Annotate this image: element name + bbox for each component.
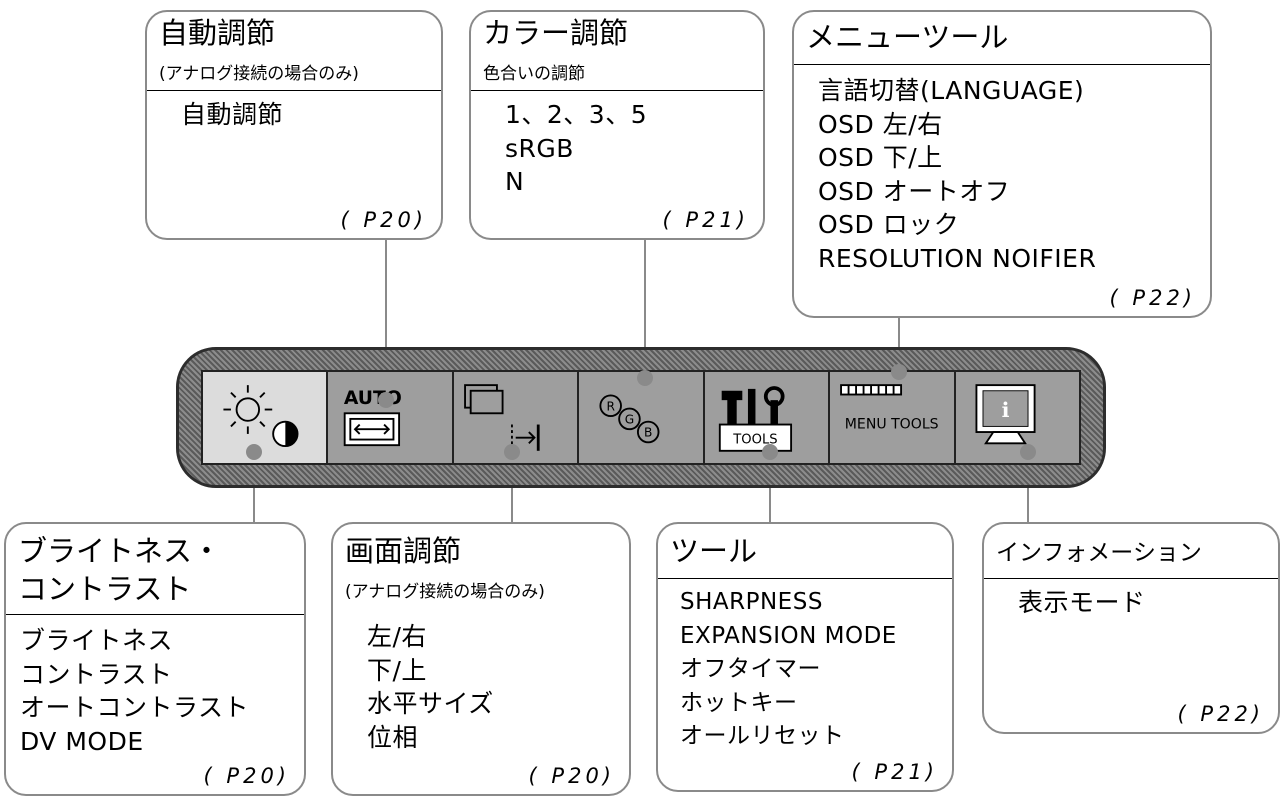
page-reference: ( P21) — [662, 208, 749, 232]
connector-dot — [504, 444, 520, 460]
menu-item: 自動調節 — [181, 100, 284, 129]
auto-adjust-icon: AUTO — [344, 388, 402, 447]
menu-item: 言語切替(LANGUAGE) — [818, 76, 1085, 105]
auto-adjust-items: 自動調節 — [181, 98, 283, 132]
brightness-contrast-box: ブライトネス・ コントラスト ブライトネス コントラスト オートコントラスト D… — [4, 522, 306, 796]
osd-menu-bar: AUTO R G — [176, 347, 1106, 488]
divider — [984, 578, 1278, 579]
screen-adjust-title: 画面調節 — [345, 534, 462, 568]
menu-item: EXPANSION MODE — [680, 622, 897, 649]
info-letter: i — [1001, 398, 1009, 422]
menu-item: 左/右 — [367, 622, 427, 651]
brightness-title-line1: ブライトネス・ — [18, 534, 222, 568]
menu-item: オートコントラスト — [20, 693, 250, 722]
screen-adjust-box: 画面調節 (アナログ接続の場合のみ) 左/右 下/上 水平サイズ 位相 ( P2… — [331, 522, 631, 796]
menu-tools-label-text: MENU TOOLS — [845, 416, 939, 432]
connector-dot — [891, 364, 907, 380]
screen-adjust-icon — [463, 384, 540, 451]
menu-item: 1、2、3、5 — [505, 100, 648, 129]
menu-cell-auto[interactable]: AUTO — [328, 372, 454, 463]
tools-icon: TOOLS — [718, 386, 792, 452]
menu-item: 水平サイズ — [367, 689, 494, 718]
divider — [658, 578, 952, 579]
color-adjust-title: カラー調節 — [483, 16, 629, 50]
menu-item: OSD オートオフ — [818, 176, 1011, 206]
menu-tools-label: MENU TOOLS — [845, 416, 939, 432]
tools-box: ツール SHARPNESS EXPANSION MODE オフタイマー ホットキ… — [656, 522, 954, 792]
auto-adjust-box: 自動調節 (アナログ接続の場合のみ) 自動調節 ( P20) — [145, 10, 443, 240]
connector-dot — [762, 444, 778, 460]
information-title: インフォメーション — [996, 540, 1202, 566]
connector-dot — [378, 392, 394, 408]
menu-item: オールリセット — [680, 723, 845, 749]
divider — [147, 90, 441, 91]
menu-item: ブライトネス — [20, 626, 174, 655]
auto-adjust-subtitle: (アナログ接続の場合のみ) — [159, 64, 359, 84]
page-reference: ( P20) — [340, 208, 427, 232]
page-reference: ( P21) — [851, 760, 938, 784]
tools-items: SHARPNESS EXPANSION MODE オフタイマー ホットキー オー… — [680, 586, 897, 754]
divider — [471, 90, 763, 91]
menu-item: DV MODE — [20, 726, 144, 756]
information-items: 表示モード — [1018, 586, 1146, 620]
brightness-contrast-icon — [223, 385, 299, 448]
auto-adjust-title: 自動調節 — [159, 16, 276, 50]
menu-item: OSD 左/右 — [818, 109, 943, 139]
information-box: インフォメーション 表示モード ( P22) — [982, 522, 1280, 734]
connector-dot — [1020, 444, 1036, 460]
divider — [6, 614, 304, 615]
divider — [794, 64, 1210, 65]
screen-adjust-subtitle: (アナログ接続の場合のみ) — [345, 582, 545, 602]
svg-text:B: B — [644, 426, 652, 440]
menu-item: sRGB — [505, 133, 574, 163]
brightness-title-line2: コントラスト — [18, 572, 192, 606]
menu-cell-brightness[interactable] — [203, 372, 329, 463]
information-icon: i — [975, 384, 1036, 445]
menu-item: OSD ロック — [818, 210, 960, 239]
page-reference: ( P20) — [203, 764, 290, 788]
menu-item: SHARPNESS — [680, 589, 823, 615]
svg-text:G: G — [625, 413, 634, 427]
menu-item: ホットキー — [680, 689, 798, 716]
connector-dot — [246, 444, 262, 460]
menu-cell-screen[interactable] — [454, 372, 580, 463]
brightness-items: ブライトネス コントラスト オートコントラスト DV MODE — [20, 624, 249, 758]
tools-title: ツール — [670, 534, 758, 568]
color-adjust-box: カラー調節 色合いの調節 1、2、3、5 sRGB N ( P21) — [469, 10, 765, 240]
menu-tools-title: メニューツール — [806, 20, 1009, 54]
svg-text:R: R — [607, 399, 616, 413]
menu-item: RESOLUTION NOIFIER — [818, 243, 1097, 273]
tools-label: TOOLS — [732, 432, 777, 447]
screen-adjust-items: 左/右 下/上 水平サイズ 位相 — [367, 620, 494, 754]
color-rgb-icon: R G B — [599, 394, 660, 444]
menu-item: N — [505, 167, 525, 196]
menu-item: 下/上 — [367, 655, 427, 685]
menu-tools-box: メニューツール 言語切替(LANGUAGE) OSD 左/右 OSD 下/上 O… — [792, 10, 1212, 318]
page-reference: ( P22) — [1109, 286, 1196, 310]
menu-cell-tools[interactable]: TOOLS — [705, 372, 831, 463]
menu-item: オフタイマー — [680, 656, 821, 682]
menu-item: コントラスト — [20, 659, 173, 689]
menu-cell-menu-tools[interactable]: MENU TOOLS — [830, 372, 956, 463]
menu-cell-color[interactable]: R G B — [579, 372, 705, 463]
color-adjust-subtitle: 色合いの調節 — [483, 64, 585, 84]
connector-dot — [637, 370, 653, 386]
color-adjust-items: 1、2、3、5 sRGB N — [505, 98, 647, 199]
menu-cell-information[interactable]: i — [956, 372, 1079, 463]
menu-item: 位相 — [367, 722, 419, 752]
menu-item: 表示モード — [1018, 588, 1146, 617]
page-reference: ( P22) — [1177, 702, 1264, 726]
menu-tools-items: 言語切替(LANGUAGE) OSD 左/右 OSD 下/上 OSD オートオフ… — [818, 74, 1096, 275]
menu-item: OSD 下/上 — [818, 143, 943, 172]
page-reference: ( P20) — [528, 764, 615, 788]
menu-tools-icon: MENU TOOLS — [840, 384, 939, 432]
